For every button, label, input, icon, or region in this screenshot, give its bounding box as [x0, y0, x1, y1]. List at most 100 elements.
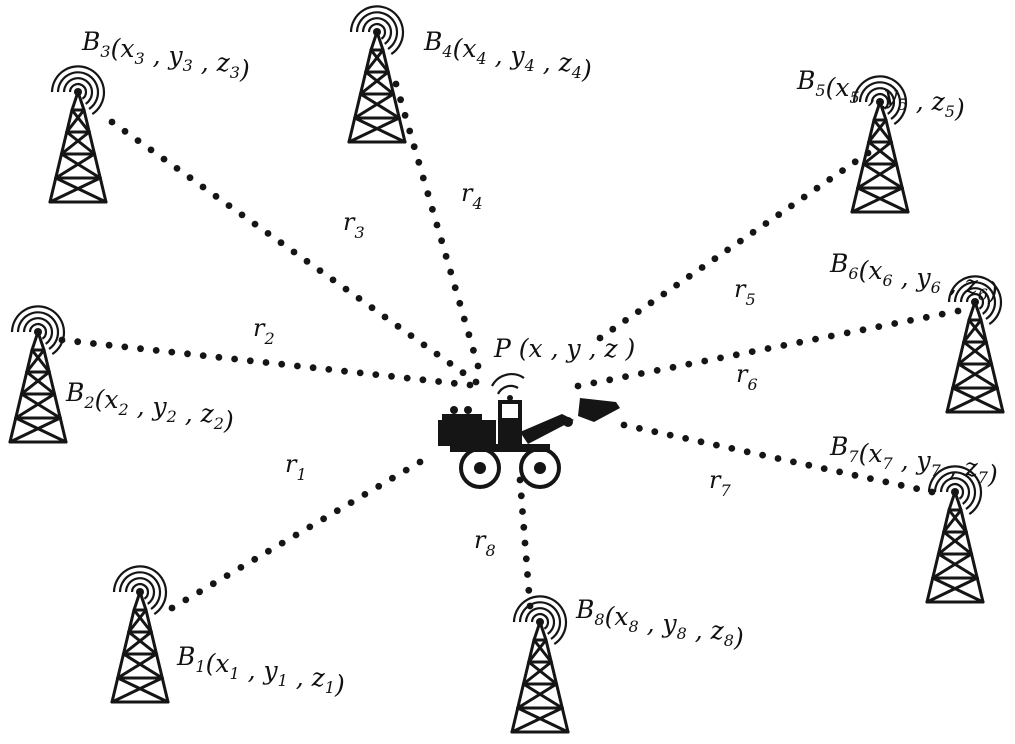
range-dot	[470, 346, 477, 354]
range-dot	[415, 158, 423, 166]
range-dot	[389, 474, 396, 482]
range-dot	[525, 586, 533, 594]
radio-tower-icon-b7	[925, 465, 985, 604]
range-dot	[622, 317, 629, 324]
range-dot	[347, 499, 355, 506]
range-dot	[419, 174, 427, 182]
range-dot	[325, 366, 333, 373]
radio-tower-icon-b3	[48, 65, 108, 204]
range-dot	[836, 468, 843, 476]
range-dot	[954, 307, 962, 315]
range-dot	[356, 369, 364, 377]
range-dot	[673, 281, 680, 289]
range-dot	[456, 299, 464, 307]
range-dot	[724, 246, 731, 254]
range-dot	[108, 118, 116, 126]
range-dot	[748, 348, 756, 355]
range-dot	[711, 255, 719, 263]
range-dot	[713, 441, 720, 449]
range-line-r7	[620, 421, 936, 496]
range-dot	[812, 335, 819, 343]
range-dot	[225, 202, 233, 210]
radio-tower-icon-b8	[510, 595, 570, 734]
range-dot	[278, 360, 286, 368]
range-dot	[520, 523, 528, 531]
range-dot	[446, 360, 454, 367]
station-label-b4: B4(x4 , y4 , z4)	[423, 27, 592, 84]
range-label-r8: r8	[474, 526, 496, 560]
range-dot	[859, 326, 867, 334]
range-dot	[620, 421, 628, 429]
range-dot	[209, 580, 217, 588]
range-dot	[303, 257, 311, 265]
range-dot	[251, 220, 259, 228]
range-dot	[839, 167, 846, 175]
range-dot	[134, 137, 142, 145]
range-dot	[460, 315, 468, 323]
range-dot	[474, 362, 482, 370]
range-dot	[764, 345, 772, 352]
range-dot	[182, 596, 190, 604]
range-dot	[882, 478, 890, 486]
range-dot	[278, 539, 286, 547]
range-dot	[306, 523, 314, 531]
range-label-r6: r6	[736, 360, 758, 394]
range-dot	[820, 465, 828, 472]
range-line-r4	[392, 80, 482, 370]
range-dot	[698, 264, 706, 271]
range-dot	[749, 228, 757, 236]
range-dot	[913, 485, 920, 492]
range-dot	[381, 313, 389, 321]
range-dot	[796, 338, 804, 346]
range-dot	[320, 515, 327, 523]
range-dot	[199, 183, 207, 191]
range-dot	[788, 202, 795, 210]
range-dot	[466, 381, 474, 389]
range-dot	[392, 80, 400, 88]
range-dot	[622, 373, 629, 380]
range-dot	[519, 508, 526, 515]
station-label-b3: B3(x3 , y3 , z3)	[81, 27, 250, 84]
range-dot	[410, 143, 418, 151]
range-dot	[121, 343, 129, 351]
station-label-b1: B1(x1 , y1 , z1)	[176, 642, 345, 699]
range-dot	[450, 379, 458, 387]
range-dot	[685, 272, 693, 280]
range-label-r7: r7	[709, 466, 731, 500]
range-dot	[666, 431, 674, 439]
range-dot	[442, 252, 450, 260]
range-label-r2: r2	[253, 314, 275, 348]
range-dot	[938, 310, 946, 318]
range-dot	[897, 481, 905, 489]
range-label-r4: r4	[461, 179, 483, 213]
range-dot	[891, 320, 899, 327]
towers	[8, 5, 1005, 734]
range-dot	[762, 220, 770, 227]
labels: B1(x1 , y1 , z1)B2(x2 , y2 , z2)B3(x3 , …	[65, 27, 998, 699]
range-dot	[660, 290, 668, 298]
range-dot	[419, 376, 427, 384]
range-dot	[375, 482, 383, 490]
target-label: P (x , y , z )	[493, 334, 635, 363]
radio-tower-icon-b4	[347, 5, 407, 144]
range-line-r3	[108, 118, 480, 386]
range-dot	[521, 539, 529, 547]
range-dot	[928, 488, 936, 496]
range-dot	[402, 466, 410, 474]
range-dot	[843, 329, 851, 337]
range-dot	[237, 564, 245, 571]
range-dot	[697, 438, 705, 446]
range-dot	[780, 342, 788, 349]
range-dot	[682, 435, 689, 442]
range-line-r2	[58, 336, 474, 389]
range-dot	[290, 248, 298, 256]
range-dot	[647, 299, 655, 307]
wheel-loader-icon	[438, 373, 620, 489]
range-dot	[433, 221, 441, 229]
range-dot	[341, 367, 348, 375]
range-dot	[759, 451, 766, 459]
radio-tower-icon-b6	[945, 275, 1005, 414]
range-dot	[826, 176, 834, 183]
range-dot	[397, 96, 404, 104]
range-dot	[728, 445, 736, 452]
